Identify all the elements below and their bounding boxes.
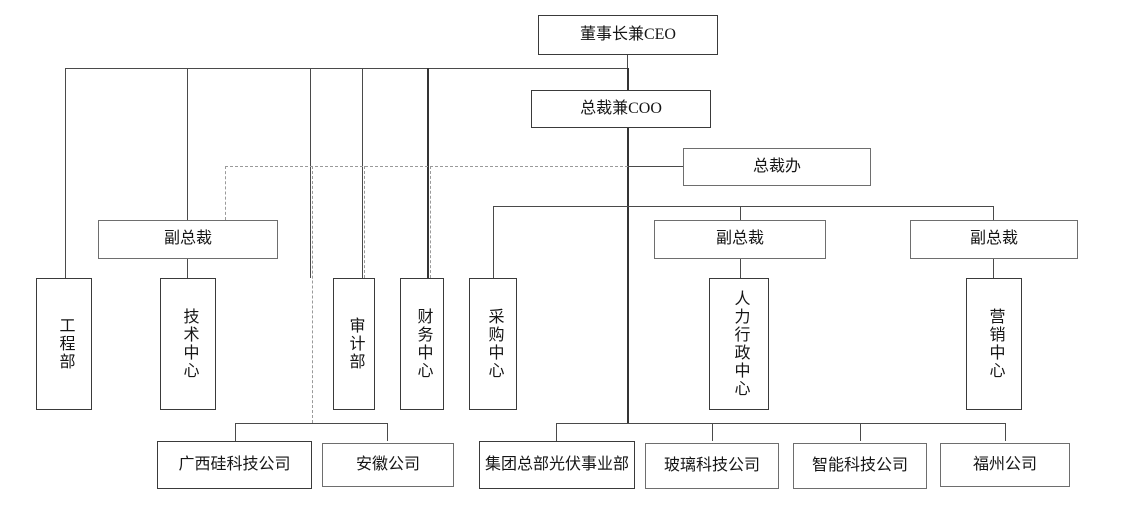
node-president-office[interactable]: 总裁办 bbox=[683, 148, 871, 186]
connector-vp-right-marketing bbox=[993, 259, 994, 278]
connector-main-trunk bbox=[627, 128, 629, 424]
node-vp-middle-label: 副总裁 bbox=[715, 230, 764, 248]
node-anhui-company[interactable]: 安徽公司 bbox=[322, 443, 454, 487]
connector-drop-hq-pv bbox=[556, 423, 557, 441]
node-vp-left-label: 副总裁 bbox=[163, 230, 212, 248]
connector-bottom-left-bus bbox=[235, 423, 387, 424]
connector-drop-finance-b bbox=[427, 68, 429, 278]
dashed-drop-vp-left bbox=[225, 166, 226, 220]
node-procurement-center-label: 采购中心 bbox=[485, 308, 503, 380]
node-smart-technology[interactable]: 智能科技公司 bbox=[793, 443, 927, 489]
node-technology-center-label: 技术中心 bbox=[180, 308, 198, 380]
node-glass-technology[interactable]: 玻璃科技公司 bbox=[645, 443, 779, 489]
dashed-drop-finance bbox=[364, 166, 365, 278]
node-smart-technology-label: 智能科技公司 bbox=[811, 457, 908, 475]
node-audit-dept-label: 审计部 bbox=[346, 317, 364, 371]
node-president-coo-label: 总裁兼COO bbox=[580, 99, 662, 117]
node-anhui-company-label: 安徽公司 bbox=[355, 456, 420, 474]
node-hr-admin-center-label: 人力行政中心 bbox=[731, 290, 749, 398]
node-fuzhou-company-label: 福州公司 bbox=[972, 456, 1037, 474]
connector-top-bus bbox=[65, 68, 628, 69]
connector-drop-glass bbox=[712, 423, 713, 441]
connector-bottom-right-bus bbox=[556, 423, 1006, 424]
connector-drop-vp-middle bbox=[740, 206, 741, 220]
node-guangxi-silicon[interactable]: 广西硅科技公司 bbox=[157, 441, 312, 489]
node-finance-center[interactable]: 财务中心 bbox=[400, 278, 444, 410]
connector-drop-procurement bbox=[493, 206, 494, 278]
node-audit-dept[interactable]: 审计部 bbox=[333, 278, 375, 410]
connector-vp-bus bbox=[493, 206, 994, 207]
node-marketing-center-label: 营销中心 bbox=[986, 308, 1004, 380]
connector-president-office bbox=[627, 166, 683, 167]
node-marketing-center[interactable]: 营销中心 bbox=[966, 278, 1022, 410]
connector-ceo-down bbox=[627, 54, 628, 68]
node-guangxi-silicon-label: 广西硅科技公司 bbox=[178, 456, 291, 474]
node-engineering-dept[interactable]: 工程部 bbox=[36, 278, 92, 410]
node-hq-pv-division[interactable]: 集团总部光伏事业部 bbox=[479, 441, 635, 489]
connector-drop-engineering bbox=[65, 68, 66, 278]
node-technology-center[interactable]: 技术中心 bbox=[160, 278, 216, 410]
node-president-coo[interactable]: 总裁兼COO bbox=[531, 90, 711, 128]
node-vp-right-label: 副总裁 bbox=[969, 230, 1018, 248]
connector-drop-anhui bbox=[387, 423, 388, 441]
node-procurement-center[interactable]: 采购中心 bbox=[469, 278, 517, 410]
node-chairman-ceo-label: 董事长兼CEO bbox=[579, 25, 676, 43]
dashed-drop-finance-alt bbox=[430, 166, 431, 278]
node-fuzhou-company[interactable]: 福州公司 bbox=[940, 443, 1070, 487]
node-president-office-label: 总裁办 bbox=[752, 157, 801, 175]
node-vp-middle[interactable]: 副总裁 bbox=[654, 220, 826, 259]
connector-drop-finance-a bbox=[362, 68, 363, 278]
node-finance-center-label: 财务中心 bbox=[414, 308, 432, 380]
connector-vp-middle-hr bbox=[740, 259, 741, 278]
node-vp-left[interactable]: 副总裁 bbox=[98, 220, 278, 259]
connector-drop-audit bbox=[310, 68, 311, 278]
node-vp-right[interactable]: 副总裁 bbox=[910, 220, 1078, 259]
dashed-drop-audit-subsidiary bbox=[312, 166, 313, 423]
node-hq-pv-division-label: 集团总部光伏事业部 bbox=[484, 456, 629, 474]
dashed-reporting-bus bbox=[225, 166, 628, 167]
node-chairman-ceo[interactable]: 董事长兼CEO bbox=[538, 15, 718, 55]
connector-drop-vp-left bbox=[187, 68, 188, 220]
connector-drop-smart bbox=[860, 423, 861, 441]
connector-drop-vp-right bbox=[993, 206, 994, 220]
node-engineering-dept-label: 工程部 bbox=[56, 317, 74, 371]
connector-drop-guangxi bbox=[235, 423, 236, 441]
node-hr-admin-center[interactable]: 人力行政中心 bbox=[709, 278, 769, 410]
node-glass-technology-label: 玻璃科技公司 bbox=[663, 457, 760, 475]
connector-drop-fuzhou bbox=[1005, 423, 1006, 441]
connector-ceo-coo bbox=[627, 68, 629, 98]
connector-vp-left-tech bbox=[187, 259, 188, 278]
